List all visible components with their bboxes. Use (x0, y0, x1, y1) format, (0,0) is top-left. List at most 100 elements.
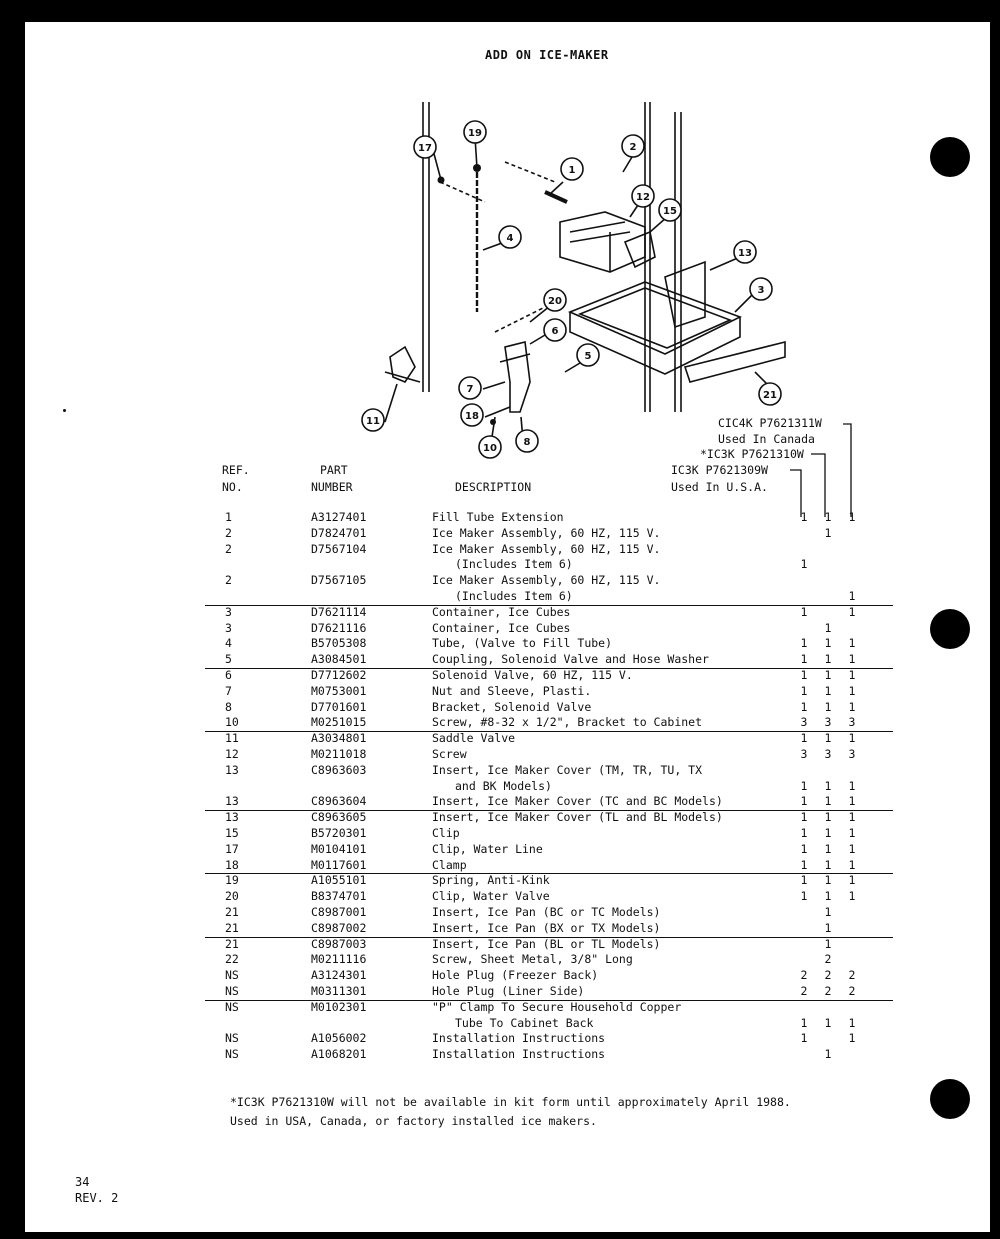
page-title: ADD ON ICE-MAKER (485, 48, 609, 62)
callout-label: 11 (366, 416, 380, 427)
callout-label: 13 (738, 248, 752, 259)
qty-ic3k-309-cell: 1 (800, 825, 808, 840)
qty-ic3k-309-cell: 3 (800, 715, 808, 730)
qty-ic3k-310-cell: 1 (824, 841, 832, 856)
qty-ic3k-310-cell: 1 (824, 510, 832, 524)
ref-cell: 7 (225, 683, 232, 698)
ref-cell: 13 (225, 810, 239, 825)
description-cell: Container, Ice Cubes (432, 620, 571, 635)
qty-ic3k-310-cell: 2 (824, 968, 832, 983)
part-number-cell: M0117601 (311, 857, 367, 872)
part-number-cell: B5705308 (311, 636, 367, 651)
callout-label: 10 (483, 443, 497, 454)
qty-cic4k-cell: 1 (848, 652, 856, 667)
part-number-cell: M0104101 (311, 841, 367, 856)
description-cell: Insert, Ice Maker Cover (TM, TR, TU, TX (432, 762, 703, 777)
qty-cic4k-cell: 1 (848, 699, 856, 714)
ref-cell: 21 (225, 936, 239, 951)
qty-ic3k-310-cell: 1 (824, 667, 832, 682)
part-number-cell: D7712602 (311, 667, 367, 682)
part-number-cell: A3127401 (311, 510, 367, 524)
callout-label: 8 (524, 437, 531, 448)
part-number-cell: C8987003 (311, 936, 367, 951)
part-number-cell: C8987002 (311, 920, 367, 935)
description-cell: Insert, Ice Pan (BC or TC Models) (432, 904, 661, 919)
ref-cell: 6 (225, 667, 232, 682)
qty-cic4k-cell: 1 (848, 825, 856, 840)
part-number-cell: C8963603 (311, 762, 367, 777)
callout-label: 20 (548, 296, 562, 307)
ref-cell: NS (225, 968, 239, 983)
callout-label: 1 (569, 165, 576, 176)
qty-ic3k-310-cell: 1 (824, 683, 832, 698)
qty-ic3k-309-cell: 1 (800, 667, 808, 682)
qty-ic3k-309-cell: 1 (800, 604, 808, 619)
qty-ic3k-310-cell: 1 (824, 731, 832, 746)
description-cell: Ice Maker Assembly, 60 HZ, 115 V. (432, 573, 661, 588)
qty-ic3k-310-cell: 1 (824, 889, 832, 904)
ref-cell: 11 (225, 731, 239, 746)
qty-ic3k-309-cell: 3 (800, 746, 808, 761)
callout-label: 18 (465, 411, 479, 422)
footnote-line1: *IC3K P7621310W will not be available in… (230, 1095, 791, 1109)
part-number-cell: B8374701 (311, 889, 367, 904)
description-cell: Installation Instructions (432, 1031, 606, 1046)
qty-cic4k-cell: 3 (848, 715, 856, 730)
description-cell: Screw, #8-32 x 1/2", Bracket to Cabinet (432, 715, 703, 730)
ref-cell: 15 (225, 825, 239, 840)
table-row: 13 C8963603 Insert, Ice Maker Cover (TM, T… (25, 763, 990, 779)
part-number-cell: A3124301 (311, 968, 367, 983)
qty-ic3k-310-cell: 1 (824, 778, 832, 793)
qty-ic3k-310-cell: 1 (824, 652, 832, 667)
qty-cic4k-cell: 1 (848, 873, 856, 888)
ref-cell: 13 (225, 762, 239, 777)
description-cell: Clip, Water Valve (432, 889, 550, 904)
parts-page: ADD ON ICE-MAKER (25, 22, 990, 1232)
qty-ic3k-309-cell: 1 (800, 636, 808, 651)
qty-cic4k-cell: 1 (848, 683, 856, 698)
ref-cell: 22 (225, 952, 239, 967)
qty-ic3k-310-cell: 1 (824, 699, 832, 714)
qty-ic3k-310-cell: 2 (824, 952, 832, 967)
description-cell: Saddle Valve (432, 731, 516, 746)
qty-ic3k-310-cell: 1 (824, 794, 832, 809)
ref-cell: 2 (225, 525, 232, 540)
revision-label: REV. 2 (75, 1191, 119, 1205)
callout-label: 2 (630, 142, 637, 153)
qty-ic3k-310-cell: 1 (824, 857, 832, 872)
qty-cic4k-cell: 1 (848, 588, 856, 603)
kit-label-ic3k-309: IC3K P7621309W (671, 463, 768, 477)
qty-ic3k-310-cell: 1 (824, 825, 832, 840)
qty-ic3k-310-cell: 3 (824, 715, 832, 730)
description-cell: Insert, Ice Maker Cover (TC and BC Model… (432, 794, 723, 809)
qty-ic3k-309-cell: 1 (800, 1031, 808, 1046)
part-number-cell: D7824701 (311, 525, 367, 540)
qty-ic3k-310-cell: 1 (824, 1047, 832, 1062)
callout-label: 4 (507, 233, 514, 244)
description-cell: Ice Maker Assembly, 60 HZ, 115 V. (432, 541, 661, 556)
qty-cic4k-cell: 1 (848, 667, 856, 682)
part-number-cell: D7567105 (311, 573, 367, 588)
ref-cell: 1 (225, 510, 232, 524)
qty-cic4k-cell: 1 (848, 841, 856, 856)
callout-label: 7 (467, 384, 474, 395)
part-number-cell: M0251015 (311, 715, 367, 730)
part-number-cell: D7701601 (311, 699, 367, 714)
description-cell: Clamp (432, 857, 467, 872)
